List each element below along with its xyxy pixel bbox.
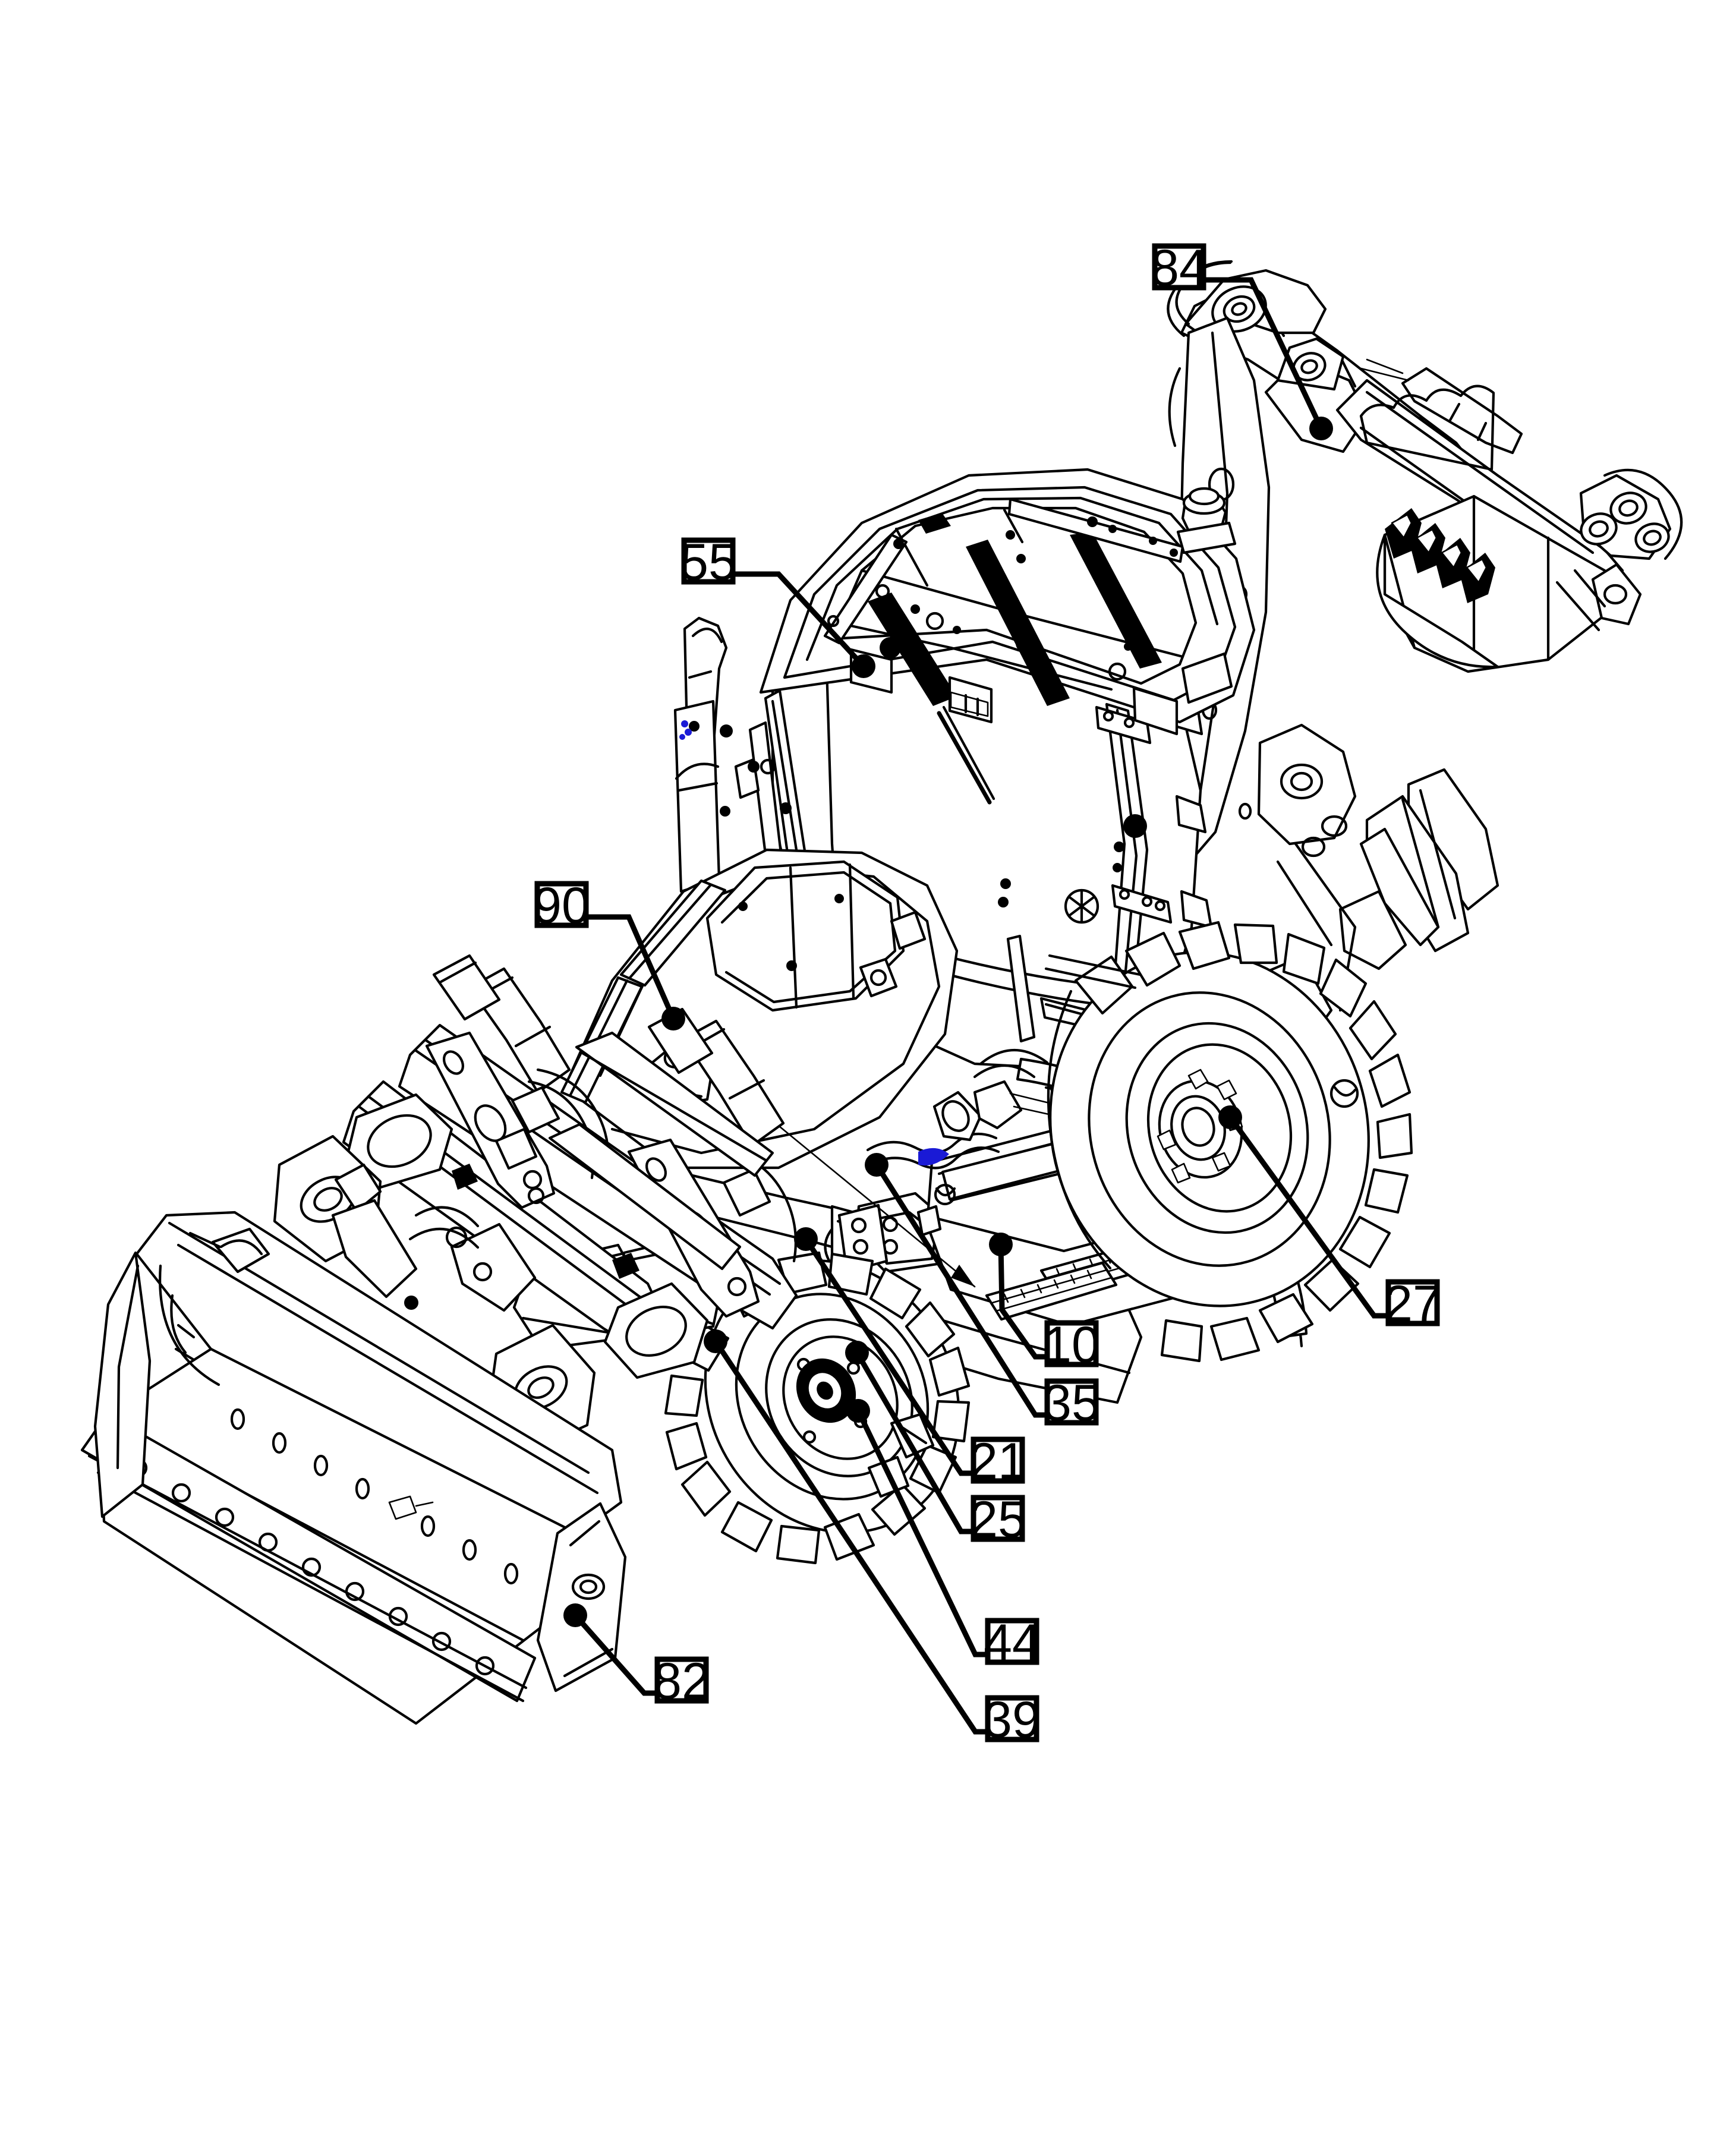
bucket-face-holes [230,1408,519,1585]
callout-90[interactable]: 90 [533,877,685,1030]
leader-dot-27 [1218,1105,1242,1129]
leader-line-55 [733,571,866,669]
loader-arms [342,954,798,1379]
leader-dot-84 [1309,417,1333,440]
callout-39[interactable]: 39 [704,1329,1041,1748]
callout-label-39: 39 [984,1691,1041,1748]
leader-dot-55 [852,654,875,678]
leader-line-84 [1203,277,1324,430]
callout-box-55[interactable] [681,537,736,585]
callout-box-27[interactable] [1385,1279,1440,1326]
front-wheel [664,1251,971,1565]
callout-25[interactable]: 25 [845,1341,1026,1548]
leader-line-82 [573,1613,657,1696]
callout-box-44[interactable] [985,1618,1039,1665]
exhaust-stack [673,616,760,897]
callout-82[interactable]: 82 [563,1603,710,1710]
leader-line-44 [855,1410,988,1657]
callout-label-10: 10 [1043,1316,1100,1373]
callout-label-44: 44 [984,1614,1041,1671]
callout-box-10[interactable] [1044,1320,1099,1367]
leader-dot-39 [704,1329,727,1353]
callout-35[interactable]: 35 [865,1153,1100,1432]
leader-line-10 [998,1244,1047,1360]
callout-box-39[interactable] [985,1695,1039,1742]
callout-55[interactable]: 55 [680,534,875,678]
callout-box-90[interactable] [534,881,589,928]
callout-44[interactable]: 44 [846,1399,1041,1671]
callout-label-27: 27 [1384,1275,1441,1332]
cab-roof [759,468,1256,736]
leader-line-39 [713,1340,988,1735]
rear-wheel [1044,921,1413,1363]
front-tire-tread [664,1251,971,1565]
leader-dot-44 [846,1399,870,1423]
leader-dot-25 [845,1341,869,1364]
leader-line-25 [855,1351,973,1534]
callout-10[interactable]: 10 [989,1233,1100,1373]
callout-label-84: 84 [1151,239,1208,297]
callout-box-84[interactable] [1152,243,1206,291]
leader-line-27 [1228,1115,1388,1319]
callout-label-35: 35 [1043,1375,1100,1432]
rear-tire-tread [1047,921,1413,1363]
leader-line-90 [586,914,676,1020]
leader-dot-10 [989,1233,1013,1256]
callout-box-25[interactable] [971,1495,1025,1542]
bucket-teeth [1385,508,1495,603]
callout-84[interactable]: 84 [1151,239,1333,440]
callout-label-90: 90 [533,877,590,934]
callout-27[interactable]: 27 [1218,1105,1441,1332]
leader-line-35 [874,1163,1047,1418]
leader-dot-35 [865,1153,889,1177]
leader-dot-90 [661,1007,685,1030]
leader-dot-82 [563,1603,587,1627]
leader-line-21 [804,1237,973,1476]
callout-label-21: 21 [969,1433,1026,1490]
callout-label-55: 55 [680,534,737,591]
leader-dot-21 [794,1227,818,1251]
callout-box-21[interactable] [971,1436,1025,1484]
callout-label-82: 82 [653,1653,710,1710]
callout-21[interactable]: 21 [794,1227,1026,1490]
callout-box-35[interactable] [1044,1378,1099,1426]
callout-label-25: 25 [969,1491,1026,1548]
bucket-pivot [273,1134,596,1451]
callout-box-82[interactable] [654,1656,709,1704]
